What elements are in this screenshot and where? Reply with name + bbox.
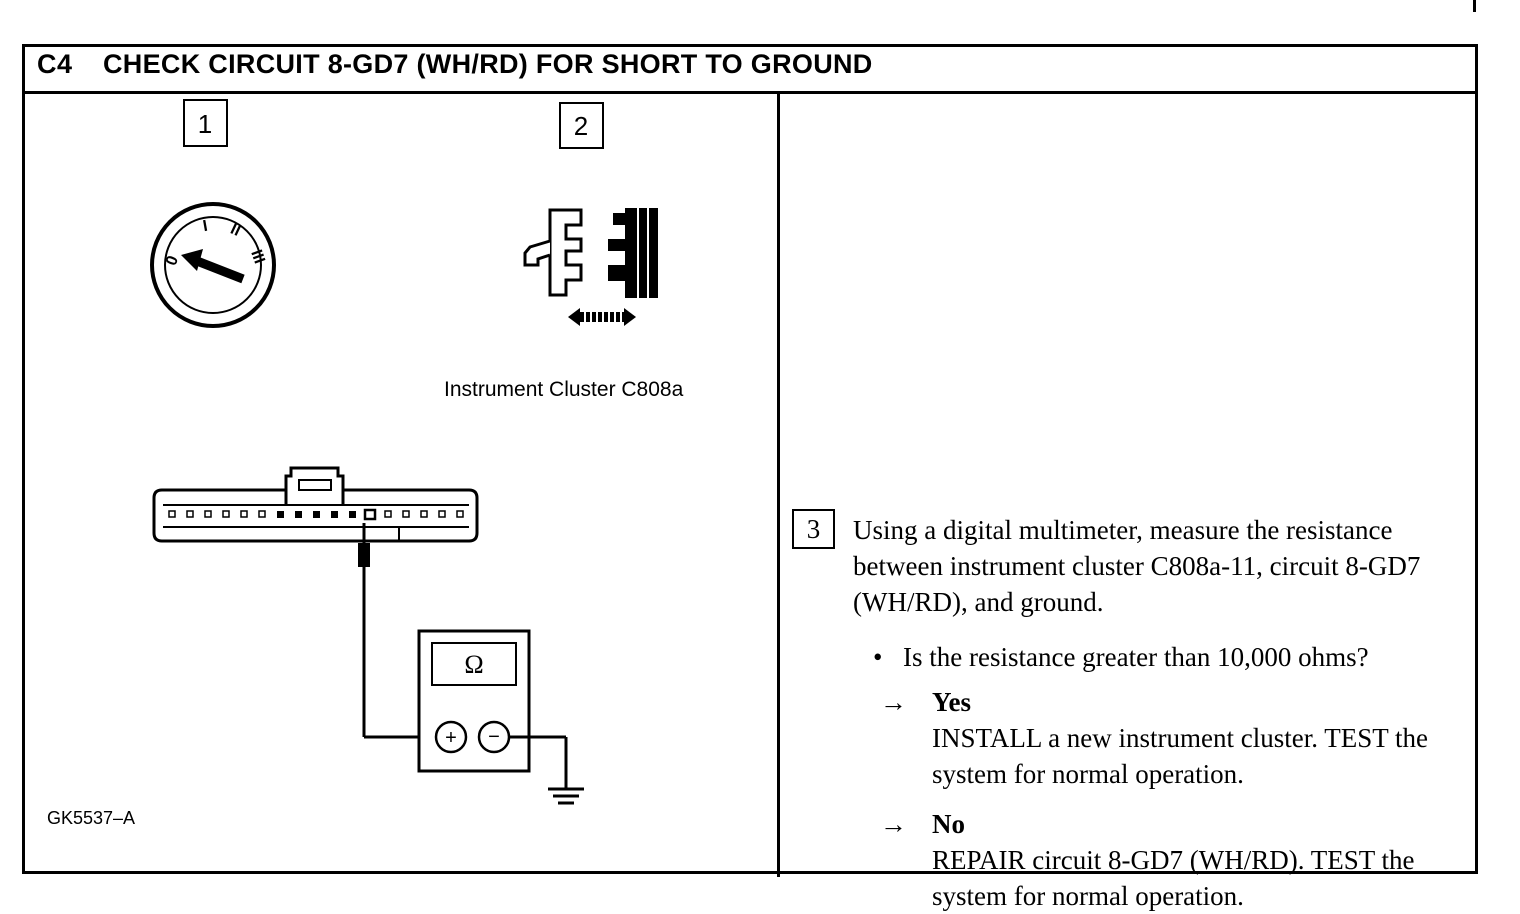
step-title: CHECK CIRCUIT 8-GD7 (WH/RD) FOR SHORT TO… [103,49,873,79]
no-action: REPAIR circuit 8-GD7 (WH/RD). TEST the s… [932,845,1415,911]
question-text: Is the resistance greater than 10,000 oh… [903,642,1369,672]
figure-id: GK5537–A [47,808,135,828]
no-label: No [932,809,965,839]
step-header: C4 CHECK CIRCUIT 8-GD7 (WH/RD) FOR SHORT… [25,47,1475,94]
ignition-mark-3: III [247,248,268,266]
test-illustration: 1 2 0 I II III [47,99,684,828]
step-1-box: 1 [183,99,228,147]
minus-terminal: − [488,726,500,748]
arrow-right-icon: → [880,687,907,717]
step-2-box: 2 [559,102,604,149]
step-3-number: 3 [806,514,821,544]
step-id: C4 [37,49,73,79]
connector-caption: Instrument Cluster C808a [444,378,684,401]
diagnostic-step-panel: C4 CHECK CIRCUIT 8-GD7 (WH/RD) FOR SHORT… [22,44,1478,911]
ground-symbol-icon [509,735,584,805]
question-line: • Is the resistance greater than 10,000 o… [873,639,1369,675]
bullet-icon: • [873,642,883,672]
yes-label: Yes [932,687,971,717]
yes-action: INSTALL a new instrument cluster. TEST t… [932,723,1429,789]
arrow-right-icon: → [880,809,907,839]
instruction-pane: 3 Using a digital multimeter, measure th… [780,94,1475,911]
column-divider [777,91,780,877]
step-1-number: 1 [198,109,212,139]
step-3-box: 3 [792,509,835,549]
ohm-symbol: Ω [464,650,483,679]
instrument-cluster-connector [152,466,479,543]
step-3-instruction: Using a digital multimeter, measure the … [853,515,1421,617]
step-2-number: 2 [574,111,588,141]
illustration-pane: 1 2 0 I II III [25,94,777,874]
digital-multimeter-icon: Ω + − [417,629,531,773]
connector-disconnect-icon [523,208,658,326]
ignition-mark-1: I [202,218,209,236]
page-corner-mark [1473,0,1476,12]
ignition-switch-icon: 0 I II III [150,202,276,328]
plus-terminal: + [445,727,457,749]
